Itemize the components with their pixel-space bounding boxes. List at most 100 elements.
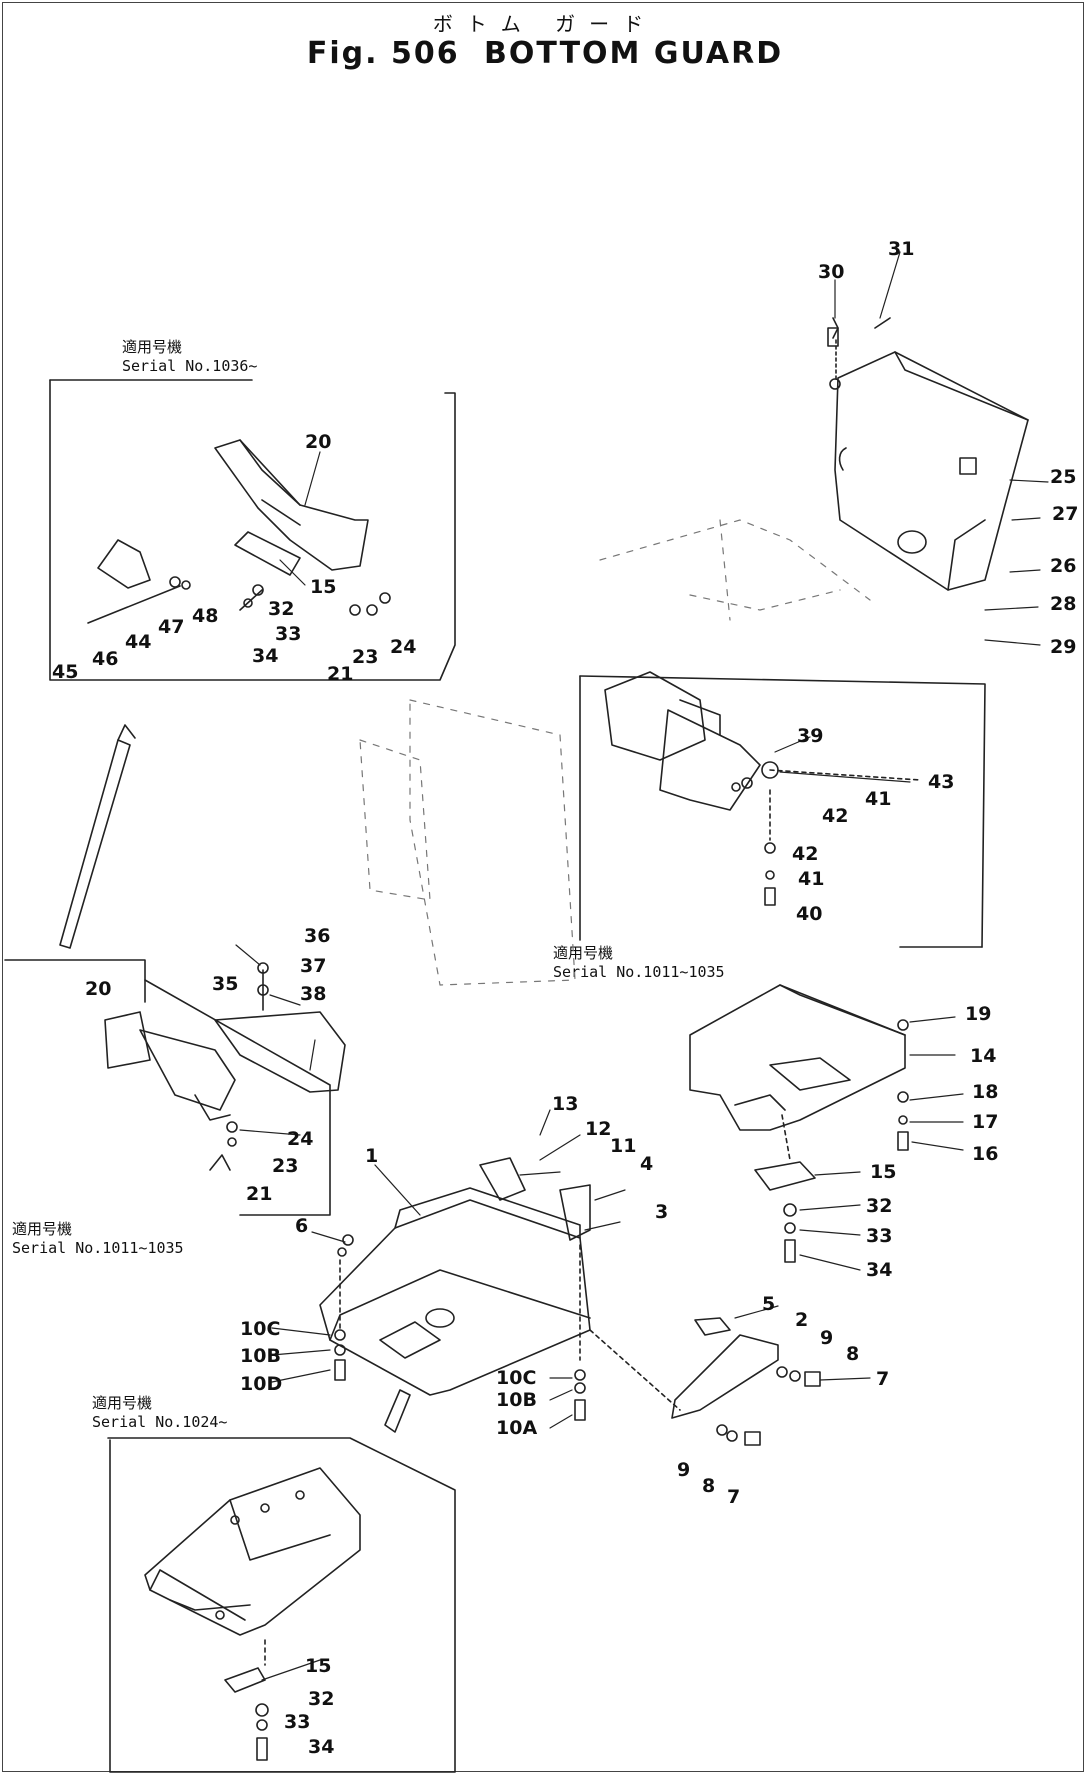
callout-42: 42 [822, 805, 848, 827]
bracket-part [214, 439, 369, 571]
figure-title-kana: ボトム ガード [432, 12, 658, 36]
inset-frame-top-left [49, 379, 456, 681]
callout-32c: 32 [308, 1688, 334, 1710]
callout-45: 45 [52, 661, 78, 683]
serial-note-left-inset: 適用号機 Serial No.1011~1035 [12, 1220, 184, 1258]
callout-10c: 10C [240, 1318, 280, 1340]
callout-23: 23 [352, 646, 378, 668]
callout-6: 6 [295, 1215, 308, 1237]
callout-labels: 31 30 25 27 26 28 29 20 15 32 33 34 21 2… [52, 238, 1078, 1758]
callout-8: 8 [846, 1343, 859, 1365]
callout-41: 41 [865, 788, 891, 810]
serial-note-range: Serial No.1011~1035 [553, 963, 725, 981]
callout-15b: 15 [870, 1161, 896, 1183]
callout-16: 16 [972, 1143, 998, 1165]
callout-37: 37 [300, 955, 326, 977]
callout-40: 40 [796, 903, 822, 925]
callout-10b: 10B [240, 1345, 281, 1367]
callout-26: 26 [1050, 555, 1076, 577]
callout-32b: 32 [866, 1195, 892, 1217]
callout-41b: 41 [798, 868, 824, 890]
callout-10c-b: 10C [496, 1367, 536, 1389]
callout-32: 32 [268, 598, 294, 620]
callout-8b: 8 [702, 1475, 715, 1497]
callout-42b: 42 [792, 843, 818, 865]
callout-23b: 23 [272, 1155, 298, 1177]
callout-30: 30 [818, 261, 844, 283]
bottom-guard-part [319, 1199, 591, 1396]
callout-34b: 34 [866, 1259, 892, 1281]
serial-note-label: 適用号機 [12, 1220, 73, 1238]
callout-17: 17 [972, 1111, 998, 1133]
callout-10b-b: 10B [496, 1389, 537, 1411]
callout-38: 38 [300, 983, 326, 1005]
callout-36: 36 [304, 925, 330, 947]
callout-33: 33 [275, 623, 301, 645]
callout-35: 35 [212, 973, 238, 995]
callout-2: 2 [795, 1309, 808, 1331]
serial-note-label: 適用号機 [122, 338, 183, 356]
callout-11: 11 [610, 1135, 636, 1157]
figure-title: Fig. 506 BOTTOM GUARD [0, 36, 1090, 71]
callout-44: 44 [125, 631, 151, 653]
callout-48: 48 [192, 605, 218, 627]
hanger-part [214, 1011, 346, 1093]
callout-13: 13 [552, 1093, 578, 1115]
serial-note-label: 適用号機 [553, 944, 614, 962]
callout-28: 28 [1050, 593, 1076, 615]
callout-46: 46 [92, 648, 118, 670]
callout-34: 34 [252, 645, 278, 667]
callout-7b: 7 [727, 1486, 740, 1508]
callout-14: 14 [970, 1045, 996, 1067]
callout-4: 4 [640, 1153, 653, 1175]
serial-note-right-inset: 適用号機 Serial No.1011~1035 [553, 944, 725, 982]
serial-note-range: Serial No.1024~ [92, 1413, 228, 1431]
callout-18: 18 [972, 1081, 998, 1103]
callout-20: 20 [305, 431, 331, 453]
callout-21b: 21 [246, 1183, 272, 1205]
front-cover-part [689, 984, 906, 1131]
callout-15c: 15 [305, 1655, 331, 1677]
callout-39: 39 [797, 725, 823, 747]
callout-25: 25 [1050, 466, 1076, 488]
callout-47: 47 [158, 616, 184, 638]
callout-3: 3 [655, 1201, 668, 1223]
callout-29: 29 [1050, 636, 1076, 658]
inset-frame-bottom [107, 1437, 456, 1773]
callout-24b: 24 [287, 1128, 313, 1150]
callout-1: 1 [365, 1145, 378, 1167]
under-cover-part [604, 671, 706, 761]
callout-9b: 9 [677, 1459, 690, 1481]
inset-frame-right [579, 675, 986, 948]
serial-note-range: Serial No.1036~ [122, 357, 258, 375]
callout-20b: 20 [85, 978, 111, 1000]
callout-9: 9 [820, 1327, 833, 1349]
serial-note-range: Serial No.1011~1035 [12, 1239, 184, 1257]
callout-7: 7 [876, 1368, 889, 1390]
callout-10d: 10D [240, 1373, 282, 1395]
callout-33b: 33 [866, 1225, 892, 1247]
serial-note-bottom-inset: 適用号機 Serial No.1024~ [92, 1394, 227, 1432]
alt-bottom-guard-part [144, 1467, 361, 1636]
serial-note-label: 適用号機 [92, 1394, 153, 1412]
callout-5: 5 [762, 1293, 775, 1315]
inset-frame-left [4, 959, 146, 1003]
callout-31: 31 [888, 238, 914, 260]
callout-21: 21 [327, 663, 353, 685]
callout-10a: 10A [496, 1417, 537, 1439]
callout-24: 24 [390, 636, 416, 658]
serial-note-top-left: 適用号機 Serial No.1036~ [122, 338, 257, 376]
callout-34c: 34 [308, 1736, 334, 1758]
side-skirt-part [671, 1334, 779, 1419]
callout-33c: 33 [284, 1711, 310, 1733]
callout-43: 43 [928, 771, 954, 793]
figure-number: Fig. 506 [306, 36, 460, 71]
callout-12: 12 [585, 1118, 611, 1140]
callout-19: 19 [965, 1003, 991, 1025]
stay-rod-part [59, 739, 131, 949]
figure-name: BOTTOM GUARD [484, 36, 784, 71]
callout-15: 15 [310, 576, 336, 598]
